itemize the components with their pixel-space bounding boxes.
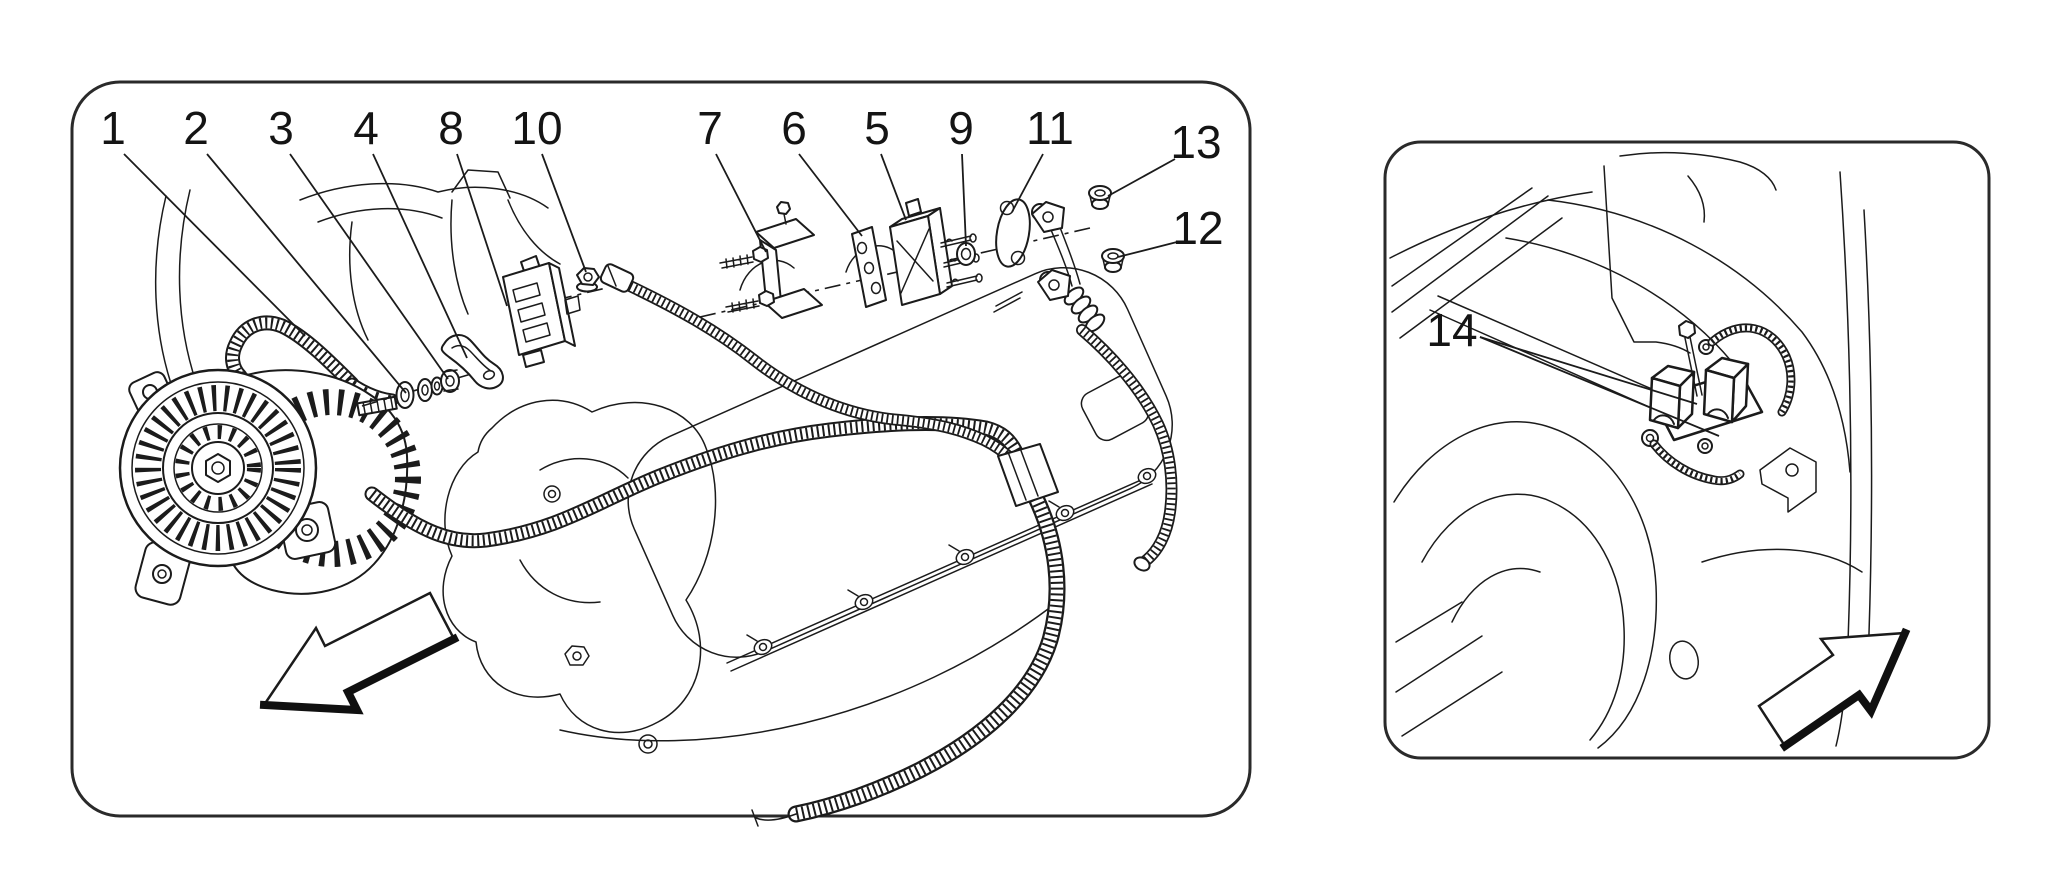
- cable-ferrule: [599, 263, 635, 293]
- grommet-part-13: [1088, 185, 1112, 210]
- clamp-bolt: [1678, 320, 1703, 397]
- left-panel-exploded-view: 1 2 3 4 8 10 7 6 5 9 11 13 12: [70, 80, 1252, 827]
- callout-leader-13: [1107, 158, 1176, 197]
- callout-label-6: 6: [781, 102, 807, 154]
- clamp-block-right: [1702, 356, 1750, 424]
- cable-end-tabs: [1031, 201, 1071, 301]
- callout-label-11: 11: [1026, 102, 1074, 154]
- terminal-nut: [440, 369, 460, 393]
- callout-label-9: 9: [948, 102, 974, 154]
- callout-leader-14b: [1479, 336, 1720, 437]
- terminal-block-part-5: [889, 198, 983, 306]
- callout-label-3: 3: [268, 102, 294, 154]
- engine-background-illustration: [154, 169, 1173, 754]
- callout-leader-5: [880, 153, 907, 221]
- flange-nut-part: [576, 267, 600, 293]
- callout-leader-10: [541, 153, 587, 273]
- clamp-block-left: [1648, 364, 1696, 430]
- insulator-plate-part-6: [851, 226, 887, 308]
- terminal-cover-part: [502, 255, 581, 368]
- bushing-part-9: [956, 242, 976, 266]
- callout-leader-11: [1011, 153, 1044, 213]
- callout-leader-2: [206, 153, 407, 394]
- ring-terminal: [395, 381, 415, 409]
- alternator-illustration: [118, 368, 421, 606]
- grommet-part-12: [1101, 248, 1125, 273]
- lower-harness-cable: [751, 498, 1057, 827]
- callout-label-14: 14: [1426, 304, 1477, 356]
- callout-label-7: 7: [697, 102, 723, 154]
- bracket-part-7: [719, 201, 823, 319]
- terminal-board-exploded: [699, 185, 1125, 319]
- b-plus-stud: [356, 395, 398, 417]
- cable-clamp-part: [440, 334, 504, 390]
- right-callouts: 14: [1426, 304, 1720, 437]
- callout-leader-8: [456, 153, 508, 307]
- callout-leader-14a: [1479, 336, 1698, 405]
- callout-label-5: 5: [864, 102, 890, 154]
- terminal-hardware-exploded: [361, 255, 635, 409]
- direction-arrow-right: [1757, 627, 1911, 752]
- callout-leader-7: [715, 153, 767, 253]
- right-panel-border: [1383, 140, 1991, 760]
- callout-label-10: 10: [511, 102, 562, 154]
- callout-leader-12: [1117, 241, 1178, 258]
- right-panel-detail-view: 14: [1383, 140, 1991, 760]
- washer: [417, 378, 433, 402]
- engine-bay-background: [1389, 151, 1873, 749]
- callout-label-12: 12: [1172, 202, 1223, 254]
- callout-leader-1: [123, 153, 306, 337]
- direction-arrow-left: [259, 591, 460, 715]
- callout-label-13: 13: [1170, 116, 1221, 168]
- callout-label-4: 4: [353, 102, 379, 154]
- callout-leader-9: [961, 153, 967, 247]
- callout-leader-4: [372, 153, 468, 359]
- cam-cover-bolt-bosses: [746, 467, 1157, 656]
- callout-label-8: 8: [438, 102, 464, 154]
- callout-label-1: 1: [100, 102, 126, 154]
- left-callouts: 1 2 3 4 8 10 7 6 5 9 11 13 12: [100, 102, 1224, 394]
- cable-junction-wrap: [997, 443, 1059, 507]
- callout-leader-6: [798, 153, 863, 237]
- cable-clamp-assembly: [1641, 320, 1791, 481]
- callout-leader-3: [289, 153, 449, 380]
- callout-label-2: 2: [183, 102, 209, 154]
